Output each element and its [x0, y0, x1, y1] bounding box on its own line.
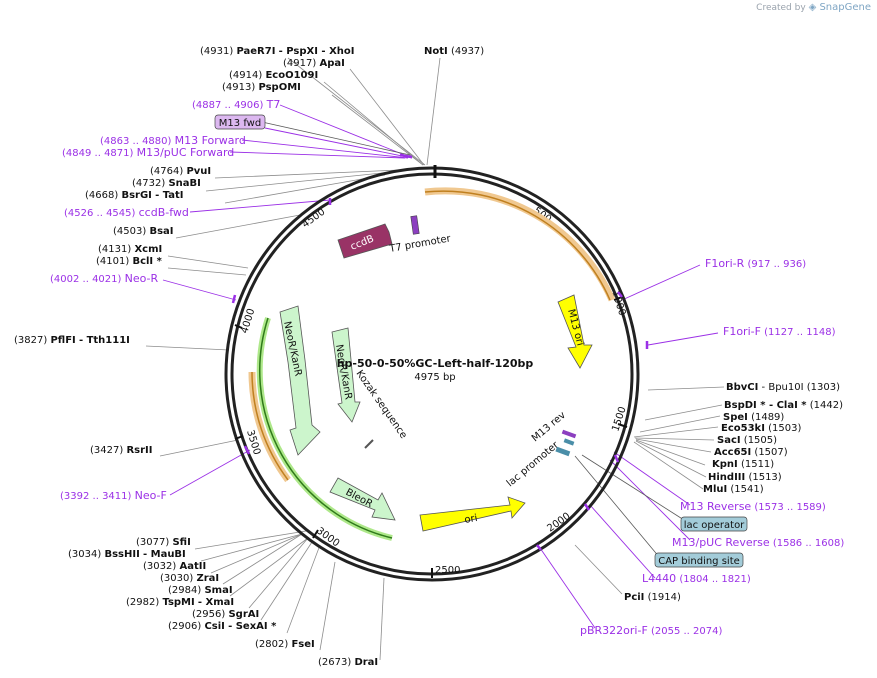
site-label: (4917) ApaI [283, 58, 345, 69]
bleor-arrow [329, 477, 396, 521]
primer-label: (4002 .. 4021) Neo-R [50, 272, 159, 285]
primer-label: F1ori-F (1127 .. 1148) [723, 325, 836, 338]
site-label: (4732) SnaBI [132, 178, 201, 189]
boxed-labels: M13 fwd lac operator CAP binding site [214, 114, 748, 568]
site-label: PciI (1914) [624, 592, 681, 603]
boxed-connectors [261, 121, 685, 559]
site-label: KpnI (1511) [712, 459, 774, 470]
site-label: (4931) PaeR7I - PspXI - XhoI [200, 46, 354, 57]
site-label: BspDI * - ClaI * (1442) [724, 400, 843, 411]
m13-rev-label: M13 rev [530, 410, 568, 445]
t7-promoter-mark [410, 215, 420, 235]
site-label: (2982) TspMI - XmaI [126, 597, 234, 608]
lac-marks [555, 429, 577, 457]
primer-label: (4526 .. 4545) ccdB-fwd [64, 206, 189, 219]
credit-prefix: Created by [756, 3, 806, 13]
site-label: (4131) XcmI [98, 244, 162, 255]
site-label: MluI (1541) [703, 484, 764, 495]
primer-label: pBR322ori-F (2055 .. 2074) [580, 624, 722, 637]
snapgene-credit: Created by ◈ SnapGene [756, 2, 871, 13]
feature-arc-neo-line [251, 371, 289, 481]
plasmid-length: 4975 bp [414, 372, 455, 383]
plasmid-name: hp-50-0-50%GC-Left-half-120bp [337, 357, 534, 370]
site-label: (2984) SmaI [168, 585, 233, 596]
site-connectors [145, 57, 725, 661]
t7-promoter-label: T7 promoter [388, 233, 453, 255]
cap-site-box [654, 552, 744, 568]
feature-arc-f1ori-line [424, 190, 611, 301]
site-label: SpeI (1489) [723, 412, 784, 423]
primer-label: (3392 .. 3411) Neo-F [60, 489, 167, 502]
kozak-label: Kozak sequence [354, 368, 409, 440]
site-label: BbvCI - Bpu10I (1303) [726, 382, 840, 393]
site-label: NotI (4937) [424, 46, 484, 57]
site-labels: (4931) PaeR7I - PspXI - XhoI NotI (4937)… [14, 46, 843, 668]
primer-labels: (4887 .. 4906) T7 (4863 .. 4880) M13 For… [50, 98, 844, 637]
site-label: SacI (1505) [717, 435, 777, 446]
site-label: (4503) BsaI [113, 226, 174, 237]
site-label: (2956) SgrAI [192, 609, 259, 620]
site-label: (4914) EcoO109I [229, 70, 318, 81]
primer-label: M13/pUC Reverse (1586 .. 1608) [672, 536, 844, 549]
feature-arc-bleor-line [258, 317, 393, 539]
site-label: (3427) RsrII [90, 445, 152, 456]
m13-fwd-box-label: M13 fwd [219, 118, 261, 129]
site-label: (3032) AatII [143, 561, 206, 572]
site-label: (3034) BssHII - MauBI [68, 549, 186, 560]
snapgene-logo: ◈ SnapGene [808, 2, 871, 13]
site-label: (3827) PflFI - Tth111I [14, 335, 130, 346]
backbone-outer [224, 166, 640, 582]
tick-label: 4500 [300, 207, 327, 231]
lac-operator-box [680, 516, 748, 532]
site-label: (2673) DraI [318, 657, 378, 668]
site-label: (4913) PspOMI [222, 82, 301, 93]
lac-operator-box-label: lac operator [684, 520, 745, 531]
m13-fwd-box [214, 114, 266, 130]
tick-label: 2000 [545, 511, 572, 535]
primer-label: L4440 (1804 .. 1821) [642, 572, 751, 585]
site-label: (4668) BsrGI - TatI [85, 190, 184, 201]
m13-ori-arrow [557, 294, 593, 369]
cap-site-box-label: CAP binding site [658, 556, 740, 567]
ccdb-arrow [337, 223, 393, 259]
primer-connectors [162, 104, 719, 629]
primer-marks [231, 153, 649, 551]
primer-label: (4849 .. 4871) M13/pUC Forward [62, 146, 234, 159]
kozak-mark [364, 439, 374, 449]
site-label: Acc65I (1507) [714, 447, 788, 458]
tick-label: 2500 [435, 565, 460, 576]
neor-kanr-arrow-outer [279, 305, 321, 456]
site-label: (4764) PvuI [150, 166, 211, 177]
site-label: HindIII (1513) [708, 472, 782, 483]
credit-brand: SnapGene [819, 2, 871, 13]
primer-label: (4887 .. 4906) T7 [192, 98, 280, 111]
ori-arrow [419, 496, 526, 532]
primer-label: M13 Reverse (1573 .. 1589) [680, 500, 826, 513]
neor-kanr-arrow-inner [331, 327, 361, 423]
site-label: (2906) CsiI - SexAI * [168, 621, 277, 632]
primer-label: (4863 .. 4880) M13 Forward [100, 134, 246, 147]
tick-marks [234, 296, 628, 578]
site-label: (2802) FseI [255, 639, 315, 650]
site-label: (4101) BclI * [96, 256, 163, 267]
site-label: Eco53kI (1503) [721, 423, 801, 434]
lac-promoter-label: lac promoter [505, 439, 562, 489]
site-label: (3030) ZraI [160, 573, 219, 584]
site-label: (3077) SfiI [136, 537, 191, 548]
ori-label: ori [464, 513, 479, 526]
primer-label: F1ori-R (917 .. 936) [705, 257, 806, 270]
